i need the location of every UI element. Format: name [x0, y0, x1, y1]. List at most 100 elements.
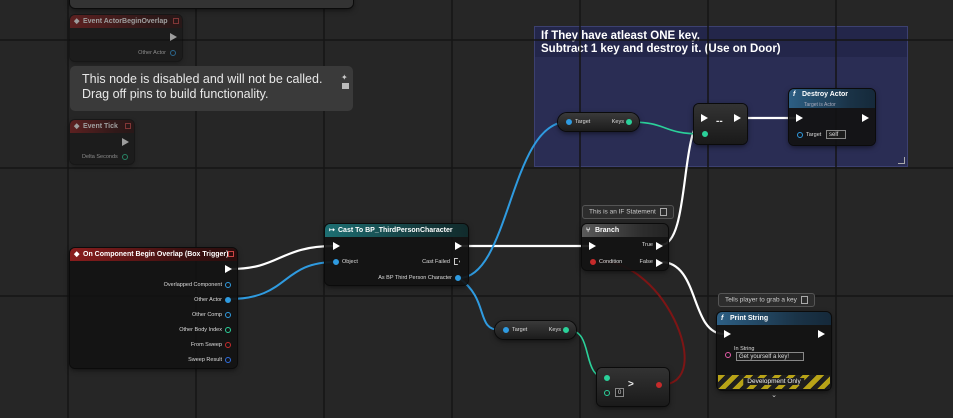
pin-label-false: False [639, 259, 653, 265]
object-wire-cast-to-keys-top [458, 121, 568, 279]
comment-toggle-icon[interactable] [800, 296, 808, 304]
function-f-icon: f [721, 315, 724, 322]
pin-label-keys: Keys [548, 327, 561, 333]
exec-in-pin[interactable] [701, 114, 708, 122]
node-title: Branch [595, 227, 620, 234]
delegate-square-icon[interactable] [125, 123, 131, 129]
node-header: ◆Event Tick [70, 120, 134, 133]
int-wire-keys-to-decrement [628, 121, 704, 135]
exec-out-pin[interactable] [225, 265, 232, 273]
disabled-node-note: This node is disabled and will not be ca… [70, 66, 353, 111]
note-square-icon[interactable] [342, 83, 349, 89]
target-in-pin[interactable] [797, 132, 803, 138]
exec-in-pin[interactable] [724, 330, 731, 338]
pin-label-object: Object [342, 259, 358, 265]
false-exec-pin[interactable] [656, 259, 663, 267]
exec-out-pin[interactable] [170, 33, 177, 41]
decrement-operator: -- [716, 116, 723, 127]
offscreen-node-top[interactable] [70, 0, 353, 8]
event-actor-begin-overlap-node[interactable]: ◆Event ActorBeginOverlap Other Actor [70, 15, 182, 61]
decrement-node[interactable]: -- [694, 104, 747, 144]
pin-label-from-sweep: From Sweep [190, 342, 222, 348]
exec-out-pin[interactable] [455, 242, 462, 250]
pin-label-other-comp: Other Comp [192, 312, 222, 318]
print-comment[interactable]: Tells player to grab a key [718, 293, 815, 307]
exec-out-pin[interactable] [734, 114, 741, 122]
pin-label-in-string: In String [734, 346, 755, 352]
pin-label-other-actor: Other Actor [194, 297, 222, 303]
on-component-begin-overlap-node[interactable]: ◆On Component Begin Overlap (Box Trigger… [70, 248, 237, 368]
other-comp-pin[interactable] [225, 312, 231, 318]
b-in-pin[interactable] [604, 390, 610, 396]
delta-seconds-pin[interactable] [122, 154, 128, 160]
in-string-field[interactable]: Get yourself a key! [736, 352, 804, 361]
target-self-field[interactable]: self [826, 130, 846, 139]
other-body-index-pin[interactable] [225, 327, 231, 333]
exec-in-pin[interactable] [333, 242, 340, 250]
print-comment-text: Tells player to grab a key [725, 296, 797, 304]
other-actor-pin[interactable] [170, 50, 176, 56]
node-header: ↦Cast To BP_ThirdPersonCharacter [325, 224, 468, 237]
node-header: ⑂ Branch [582, 224, 668, 237]
pin-label-other-body-index: Other Body Index [179, 327, 222, 333]
int-in-pin[interactable] [702, 131, 708, 137]
keys-getter-bottom-node[interactable]: Target Keys [495, 321, 576, 339]
comment-line-2: Subtract 1 key and destroy it. (Use on D… [541, 43, 781, 55]
object-wire-actor-to-cast [228, 261, 337, 300]
other-actor-pin[interactable] [225, 297, 231, 303]
pin-label-condition: Condition [599, 259, 623, 265]
exec-wire-false-to-print [660, 260, 725, 336]
branch-comment[interactable]: This is an IF Statement [582, 205, 674, 219]
development-only-banner: Development Only ⌄ [718, 375, 830, 399]
node-header: ◆Event ActorBeginOverlap [70, 15, 182, 28]
keys-out-pin[interactable] [563, 327, 569, 333]
pin-label-true: True [641, 242, 653, 248]
a-in-pin[interactable] [604, 375, 610, 381]
branch-icon: ⑂ [586, 227, 591, 234]
object-wire-cast-to-keys-bottom [458, 277, 501, 331]
b-value-field[interactable]: 0 [615, 388, 624, 397]
overlapped-component-pin[interactable] [225, 282, 231, 288]
pin-label-as-character: As BP Third Person Character [378, 275, 452, 281]
exec-out-pin[interactable] [862, 114, 869, 122]
delegate-square-icon[interactable] [173, 18, 179, 24]
event-diamond-icon: ◆ [74, 251, 80, 258]
cast-failed-exec-pin[interactable] [454, 258, 460, 265]
note-line-2: Drag off pins to build functionality. [82, 87, 269, 101]
pin-label-sweep-result: Sweep Result [188, 357, 222, 363]
node-title: Event ActorBeginOverlap [83, 18, 168, 25]
exec-out-pin[interactable] [122, 138, 129, 146]
target-in-pin[interactable] [503, 327, 509, 333]
branch-node[interactable]: ⑂ Branch True Condition False [582, 224, 668, 270]
exec-in-pin[interactable] [796, 114, 803, 122]
greater-operator: > [628, 379, 634, 390]
exec-in-pin[interactable] [589, 242, 596, 250]
as-character-pin[interactable] [455, 275, 461, 281]
comment-toggle-icon[interactable] [659, 208, 667, 216]
event-tick-node[interactable]: ◆Event Tick Delta Seconds [70, 120, 134, 164]
node-title: Event Tick [83, 123, 118, 130]
keys-getter-top-node[interactable]: Target Keys [558, 113, 639, 131]
keys-out-pin[interactable] [626, 119, 632, 125]
condition-in-pin[interactable] [590, 259, 596, 265]
true-exec-pin[interactable] [656, 242, 663, 250]
object-in-pin[interactable] [333, 259, 339, 265]
pin-push-icon[interactable]: ✦ [341, 73, 348, 82]
result-out-pin[interactable] [656, 382, 662, 388]
exec-out-pin[interactable] [818, 330, 825, 338]
greater-than-node[interactable]: > 0 [597, 368, 669, 406]
node-header: ◆On Component Begin Overlap (Box Trigger… [70, 248, 237, 261]
resize-grip-icon[interactable] [898, 157, 905, 164]
chevron-down-icon[interactable]: ⌄ [771, 392, 777, 399]
in-string-pin[interactable] [725, 352, 731, 358]
target-in-pin[interactable] [566, 119, 572, 125]
delegate-square-icon[interactable] [228, 251, 234, 257]
cast-to-third-person-node[interactable]: ↦Cast To BP_ThirdPersonCharacter Object … [325, 224, 468, 285]
branch-comment-text: This is an IF Statement [589, 208, 656, 216]
sweep-result-pin[interactable] [225, 357, 231, 363]
pin-label-cast-failed: Cast Failed [422, 259, 450, 265]
from-sweep-pin[interactable] [225, 342, 231, 348]
